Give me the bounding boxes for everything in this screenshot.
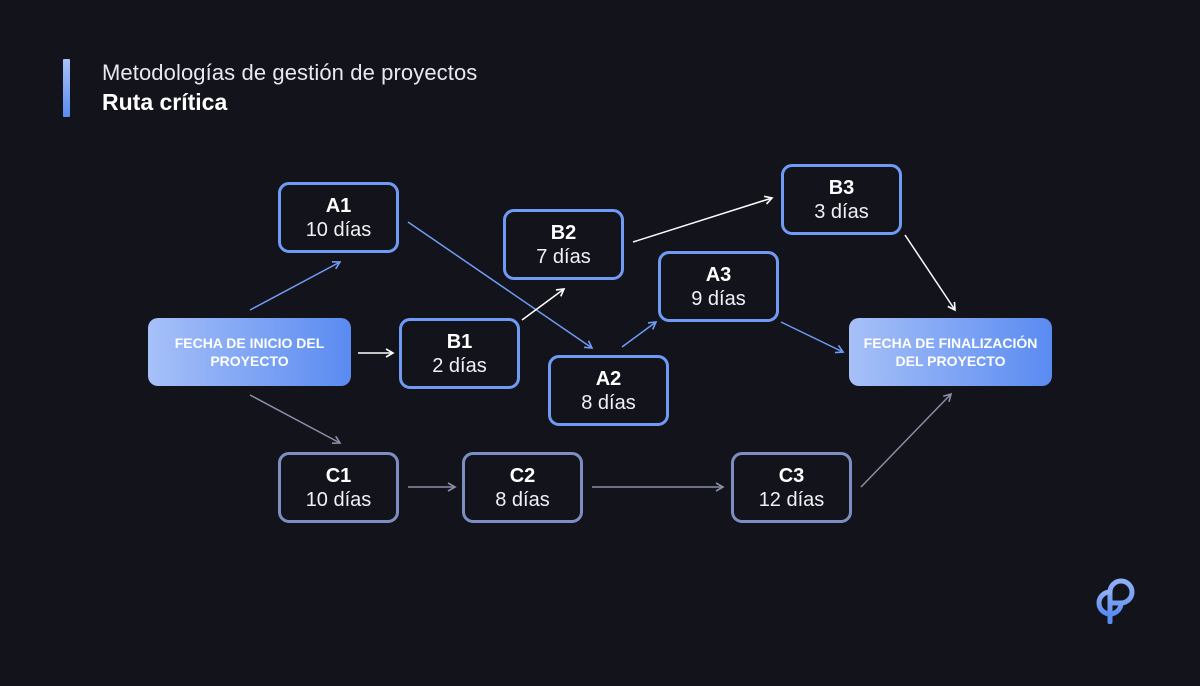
node-b2: B2 7 días bbox=[503, 209, 624, 280]
node-c1-id: C1 bbox=[325, 464, 352, 487]
end-node: FECHA DE FINALIZACIÓN DEL PROYECTO bbox=[849, 318, 1052, 386]
node-a2-duration: 8 días bbox=[581, 391, 636, 414]
node-a2: A2 8 días bbox=[548, 355, 669, 426]
node-a1: A1 10 días bbox=[278, 182, 399, 253]
node-c2-duration: 8 días bbox=[495, 488, 550, 511]
page-subtitle: Metodologías de gestión de proyectos bbox=[102, 60, 478, 85]
node-c2: C2 8 días bbox=[462, 452, 583, 523]
node-a3-duration: 9 días bbox=[691, 287, 746, 310]
node-a3-id: A3 bbox=[705, 263, 732, 286]
node-a3: A3 9 días bbox=[658, 251, 779, 322]
node-a2-id: A2 bbox=[595, 367, 622, 390]
node-c3: C3 12 días bbox=[731, 452, 852, 523]
arrow-b3-end bbox=[904, 234, 956, 312]
node-c1-duration: 10 días bbox=[305, 488, 372, 511]
header-accent-bar bbox=[63, 59, 70, 117]
arrow-start-a1 bbox=[249, 260, 342, 311]
node-b1-duration: 2 días bbox=[432, 354, 487, 377]
start-node: FECHA DE INICIO DEL PROYECTO bbox=[148, 318, 351, 386]
node-b1-id: B1 bbox=[446, 330, 473, 353]
arrow-b1-b2 bbox=[521, 288, 566, 321]
node-a1-id: A1 bbox=[325, 194, 352, 217]
page-title: Ruta crítica bbox=[102, 89, 228, 115]
arrow-c3-end bbox=[860, 392, 953, 488]
node-a1-duration: 10 días bbox=[305, 218, 372, 241]
arrow-b2-b3 bbox=[632, 195, 774, 243]
arrow-a2-a3 bbox=[621, 321, 658, 348]
brand-logo-icon bbox=[1096, 578, 1135, 624]
node-c2-id: C2 bbox=[509, 464, 536, 487]
node-b2-id: B2 bbox=[550, 221, 577, 244]
arrow-start-c1 bbox=[249, 394, 342, 445]
arrow-a3-end bbox=[780, 321, 845, 354]
node-b3: B3 3 días bbox=[781, 164, 902, 235]
node-b3-id: B3 bbox=[828, 176, 855, 199]
arrow-a1-a2 bbox=[407, 221, 594, 349]
node-c3-duration: 12 días bbox=[758, 488, 825, 511]
node-c1: C1 10 días bbox=[278, 452, 399, 523]
node-b1: B1 2 días bbox=[399, 318, 520, 389]
node-b3-duration: 3 días bbox=[814, 200, 869, 223]
node-b2-duration: 7 días bbox=[536, 245, 591, 268]
node-c3-id: C3 bbox=[778, 464, 805, 487]
